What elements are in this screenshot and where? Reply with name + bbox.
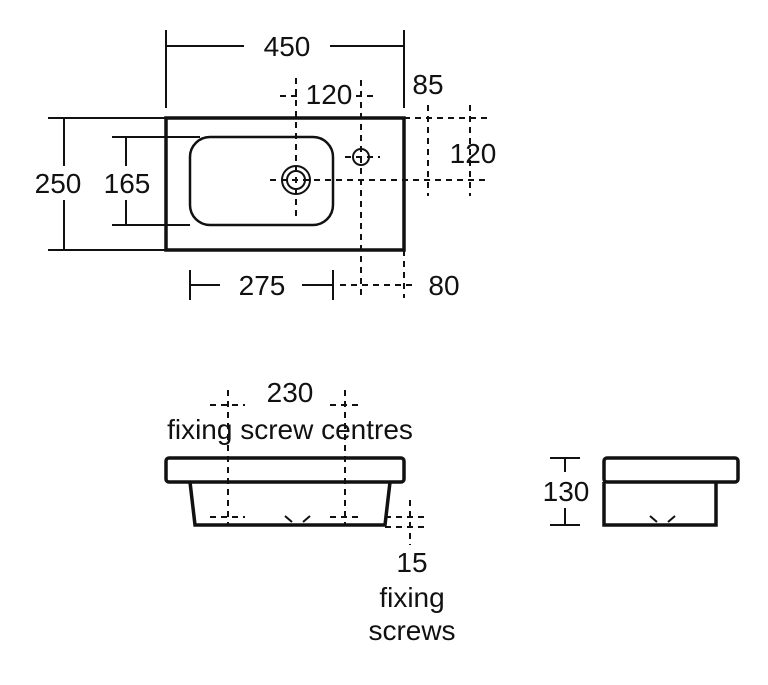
screw-spacing-label: fixing screw centres <box>167 414 413 445</box>
bowl-outline <box>188 135 335 227</box>
basin-outline <box>164 116 406 252</box>
dim-side-height: 130 <box>543 476 590 507</box>
dim-overall-depth: 250 <box>35 168 82 199</box>
front-body <box>188 481 392 527</box>
dim-screw-spacing: 230 <box>267 377 314 408</box>
dim-edge-offset-top: 85 <box>412 69 443 100</box>
plan-view: 450 120 85 120 250 165 275 80 <box>35 30 497 301</box>
side-view: 130 <box>543 456 740 527</box>
dim-overall-width: 450 <box>264 31 311 62</box>
dim-side-offset: 120 <box>450 138 497 169</box>
front-rim <box>164 456 406 484</box>
screw-label-line2: screws <box>368 615 455 646</box>
dim-bowl-length: 275 <box>239 270 286 301</box>
side-body <box>602 482 718 527</box>
dim-bowl-depth: 165 <box>104 168 151 199</box>
front-waste <box>284 515 311 523</box>
dim-edge-offset-bottom: 80 <box>428 270 459 301</box>
screw-label-line1: fixing <box>379 582 444 613</box>
front-view: 230 fixing screw centres 15 fixing screw… <box>164 377 456 646</box>
dim-screw-size: 15 <box>396 547 427 578</box>
dim-tap-offset: 120 <box>306 79 353 110</box>
side-rim <box>602 456 740 484</box>
side-waste <box>649 515 676 523</box>
